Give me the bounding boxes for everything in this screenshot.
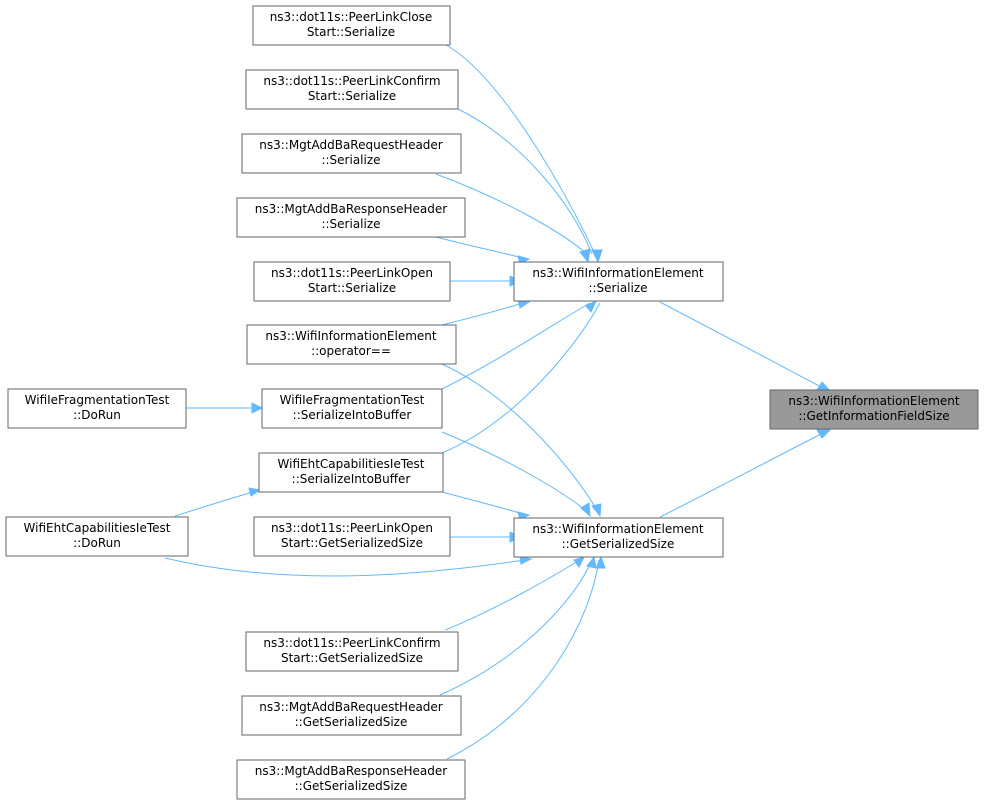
- edge-fragdorun-to-fragsib: [186, 402, 264, 414]
- edge-ehtsib-to-getserializedsize: [441, 491, 524, 515]
- node-peer-link-confirm-serialize[interactable]: ns3::dot11s::PeerLinkConfirm Start::Seri…: [245, 69, 459, 110]
- node-addba-request-serialize[interactable]: ns3::MgtAddBaRequestHeader ::Serialize: [241, 133, 462, 174]
- node-peer-link-close-serialize[interactable]: ns3::dot11s::PeerLinkClose Start::Serial…: [252, 5, 451, 46]
- node-addba-response-serialize[interactable]: ns3::MgtAddBaResponseHeader ::Serialize: [236, 197, 466, 238]
- node-line2: ::DoRun: [73, 408, 121, 422]
- node-line1: ns3::MgtAddBaResponseHeader: [255, 764, 447, 778]
- edge-peerlinkopen-to-serialize: [450, 275, 522, 287]
- node-line2: ::Serialize: [588, 281, 647, 295]
- node-addba-response-size[interactable]: ns3::MgtAddBaResponseHeader ::GetSeriali…: [236, 759, 466, 800]
- node-line2: ::GetSerializedSize: [295, 779, 408, 793]
- node-line1: ns3::MgtAddBaRequestHeader: [259, 138, 443, 152]
- node-line2: ::GetSerializedSize: [295, 715, 408, 729]
- edge-fragsib-to-serialize: [441, 302, 591, 390]
- node-operator-eq[interactable]: ns3::WifiInformationElement ::operator==: [246, 324, 457, 365]
- node-line1: ns3::MgtAddBaRequestHeader: [259, 700, 443, 714]
- getserializedsize-arrowheads: [517, 502, 606, 569]
- node-line2: Start::Serialize: [308, 281, 396, 295]
- edge-peerlinkconfirmsize-to-getserializedsize: [444, 559, 581, 631]
- node-addba-request-size[interactable]: ns3::MgtAddBaRequestHeader ::GetSerializ…: [241, 695, 462, 736]
- node-line1: ns3::WifiInformationElement: [265, 329, 437, 343]
- node-line1: WifiEhtCapabilitiesIeTest: [278, 457, 425, 471]
- node-line2: ::DoRun: [73, 536, 121, 550]
- node-line1: ns3::dot11s::PeerLinkConfirm: [263, 636, 440, 650]
- node-peer-link-confirm-size[interactable]: ns3::dot11s::PeerLinkConfirm Start::GetS…: [245, 631, 459, 672]
- node-get-serialized-size[interactable]: ns3::WifiInformationElement ::GetSeriali…: [513, 517, 724, 558]
- node-line2: Start::Serialize: [308, 89, 396, 103]
- node-eht-serialize-into-buffer[interactable]: WifiEhtCapabilitiesIeTest ::SerializeInt…: [258, 452, 444, 493]
- edge-ehtsib-to-serialize: [441, 302, 601, 454]
- edge-operatoreq-to-serialize: [441, 302, 524, 326]
- node-frag-serialize-into-buffer[interactable]: WifiIeFragmentationTest ::SerializeIntoB…: [261, 388, 443, 429]
- node-get-information-field-size[interactable]: ns3::WifiInformationElement ::GetInforma…: [769, 389, 979, 430]
- node-line2: ::SerializeIntoBuffer: [293, 408, 412, 422]
- edge-peerlinkconfirm-to-serialize: [457, 108, 593, 255]
- node-line1: ns3::WifiInformationElement: [532, 266, 704, 280]
- node-line1: ns3::dot11s::PeerLinkConfirm: [263, 74, 440, 88]
- edge-ehtdorun-to-getserializedsize: [164, 557, 526, 577]
- node-peer-link-open-serialize[interactable]: ns3::dot11s::PeerLinkOpen Start::Seriali…: [253, 261, 451, 302]
- node-line2: ::Serialize: [321, 153, 380, 167]
- node-serialize[interactable]: ns3::WifiInformationElement ::Serialize: [513, 261, 724, 302]
- node-line1: WifiIeFragmentationTest: [280, 393, 425, 407]
- node-frag-dorun[interactable]: WifiIeFragmentationTest ::DoRun: [7, 388, 187, 429]
- edge-peerlinkopensize-to-getserializedsize: [450, 531, 522, 543]
- edge-addbaresponse-to-serialize: [435, 236, 524, 259]
- node-line2: ::SerializeIntoBuffer: [292, 472, 411, 486]
- edge-addbarequest-to-serialize: [435, 173, 589, 256]
- node-line2: ::GetSerializedSize: [562, 537, 675, 551]
- node-line2: Start::Serialize: [307, 25, 395, 39]
- node-line2: Start::GetSerializedSize: [281, 536, 423, 550]
- edge-operatoreq-to-getserializedsize: [441, 363, 599, 513]
- edge-addbarequestsize-to-getserializedsize: [439, 559, 593, 696]
- node-line1: ns3::dot11s::PeerLinkOpen: [271, 266, 433, 280]
- node-eht-dorun[interactable]: WifiEhtCapabilitiesIeTest ::DoRun: [5, 516, 189, 557]
- node-line2: ::Serialize: [321, 217, 380, 231]
- edge-serialize-to-target: [659, 301, 833, 393]
- edge-getserializedsize-to-target: [659, 428, 833, 518]
- node-line2: ::GetInformationFieldSize: [798, 409, 949, 423]
- node-line1: ns3::dot11s::PeerLinkOpen: [271, 521, 433, 535]
- edge-peerlinkclose-to-serialize: [445, 44, 596, 255]
- edge-ehtdorun-to-ehtsib: [174, 487, 262, 517]
- node-line1: ns3::WifiInformationElement: [788, 394, 960, 408]
- nodes: ns3::WifiInformationElement ::GetInforma…: [5, 5, 979, 800]
- edge-fragsib-to-getserializedsize: [441, 431, 589, 513]
- node-line1: ns3::MgtAddBaResponseHeader: [255, 202, 447, 216]
- node-peer-link-open-size[interactable]: ns3::dot11s::PeerLinkOpen Start::GetSeri…: [253, 516, 451, 557]
- node-line1: WifiIeFragmentationTest: [25, 393, 170, 407]
- node-line2: Start::GetSerializedSize: [281, 651, 423, 665]
- edge-addbaresponsesize-to-getserializedsize: [446, 559, 600, 760]
- node-line1: ns3::dot11s::PeerLinkClose: [270, 10, 433, 24]
- node-line2: ::operator==: [311, 344, 391, 358]
- node-line1: WifiEhtCapabilitiesIeTest: [24, 521, 171, 535]
- node-line1: ns3::WifiInformationElement: [532, 522, 704, 536]
